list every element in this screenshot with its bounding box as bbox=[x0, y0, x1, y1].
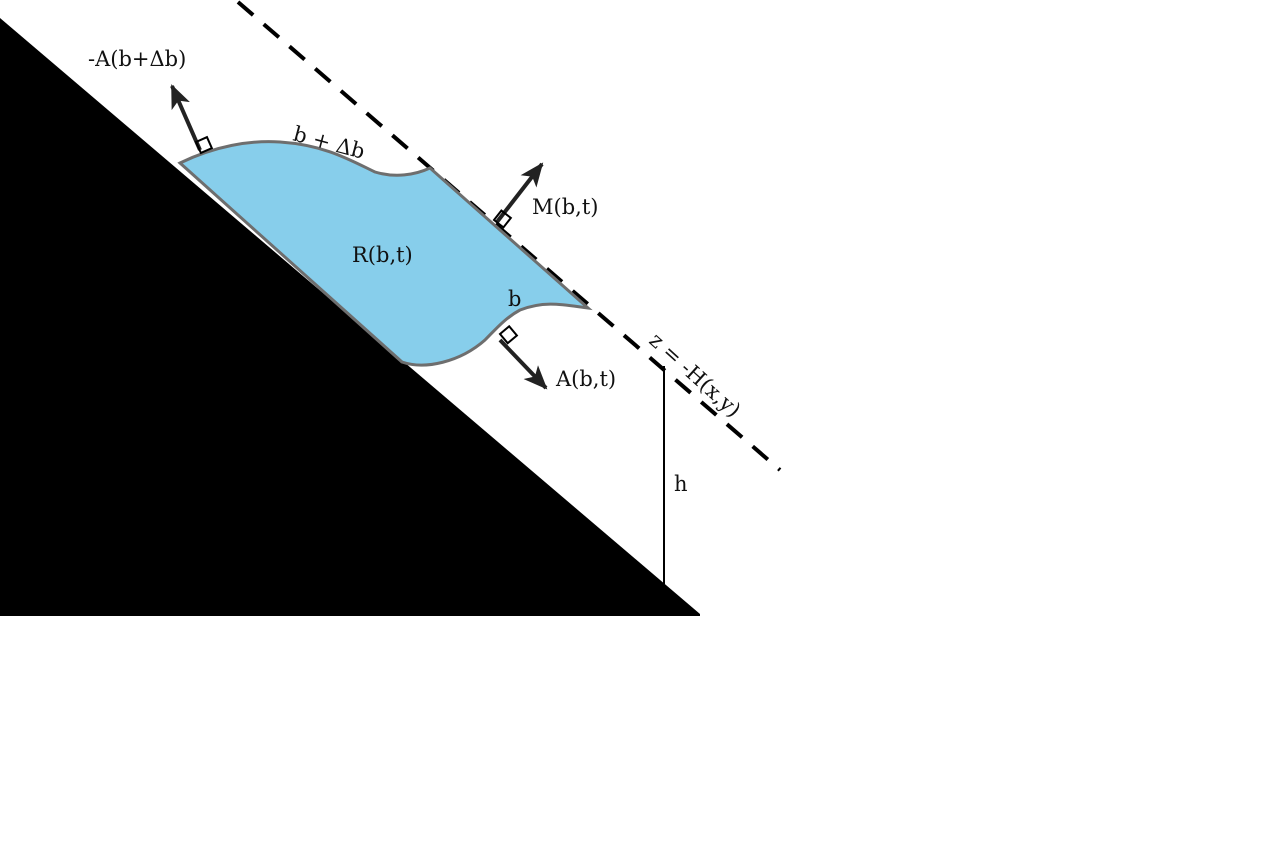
thickness-label: h bbox=[674, 472, 688, 496]
lower-flux-label: A(b,t) bbox=[555, 367, 616, 391]
surface-flux-label: M(b,t) bbox=[532, 195, 598, 219]
upper-flux-arrow bbox=[170, 84, 202, 151]
region-label: R(b,t) bbox=[352, 243, 413, 267]
right-angle-square-icon bbox=[194, 135, 214, 155]
lower-flux-arrow bbox=[498, 338, 548, 390]
right-angle-square-icon bbox=[492, 209, 513, 229]
right-angle-square-icon bbox=[498, 324, 519, 345]
ice-region bbox=[177, 140, 593, 367]
upper-flux-label: -A(b+Δb) bbox=[88, 47, 186, 71]
lower-boundary-label: b bbox=[508, 287, 521, 311]
surface-equation-label: z = -H(x,y) bbox=[645, 328, 746, 422]
